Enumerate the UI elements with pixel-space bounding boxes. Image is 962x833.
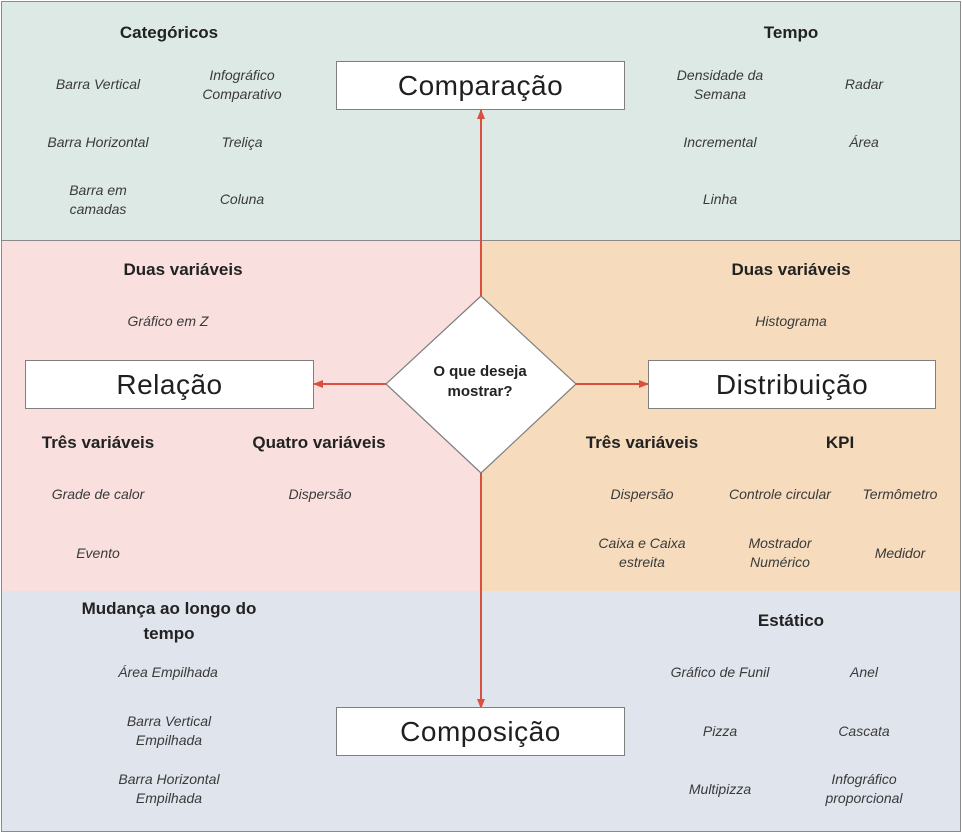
chart-type-item: Gráfico de Funil — [670, 664, 770, 680]
chart-type-item: Multipizza — [688, 781, 752, 797]
chart-type-item: Mostrador Numérico — [748, 535, 812, 570]
distribuicao-duas-heading: Duas variáveis — [731, 260, 851, 279]
distribuicao-region — [481, 241, 961, 592]
chart-type-item: Barra Horizontal Empilhada — [118, 771, 220, 806]
chart-type-item: Anel — [849, 664, 879, 680]
chart-type-item: Barra Horizontal — [47, 134, 149, 150]
composicao-box: Composição — [336, 707, 625, 756]
chart-type-item: Cascata — [838, 723, 890, 739]
chart-type-item: Histograma — [755, 313, 827, 329]
chart-type-item: Incremental — [683, 134, 757, 150]
chart-type-item: Termômetro — [862, 486, 938, 502]
chart-type-item: Gráfico em Z — [127, 313, 209, 329]
chart-type-item: Dispersão — [610, 486, 674, 502]
chart-type-item: Densidade da Semana — [676, 67, 764, 102]
categoricos-heading: Categóricos — [119, 23, 219, 42]
chart-type-item: Barra Vertical Empilhada — [126, 713, 212, 748]
chart-type-item: Infográfico Comparativo — [202, 67, 282, 102]
chart-type-item: Medidor — [874, 545, 926, 561]
chart-type-item: Caixa e Caixa estreita — [598, 535, 686, 570]
chart-type-item: Barra em camadas — [69, 182, 127, 217]
chart-type-item: Radar — [844, 76, 884, 92]
distribuicao-box: Distribuição — [648, 360, 936, 409]
center-question: O que deseja mostrar? — [433, 363, 527, 400]
tempo-heading: Tempo — [763, 23, 819, 42]
chart-type-item: Barra Vertical — [55, 76, 141, 92]
chart-type-item: Dispersão — [288, 486, 352, 502]
relacao-box: Relação — [25, 360, 314, 409]
chart-type-item: Evento — [76, 545, 120, 561]
chart-type-item: Pizza — [702, 723, 738, 739]
chart-type-item: Linha — [702, 191, 738, 207]
mudanca-heading: Mudança ao longo do tempo — [81, 599, 257, 643]
estatico-heading: Estático — [757, 611, 825, 630]
chart-type-item: Coluna — [219, 191, 265, 207]
relacao-region — [1, 241, 481, 592]
distribuicao-tres-heading: Três variáveis — [585, 433, 699, 452]
chart-type-item: Área — [849, 134, 879, 150]
chart-type-item: Grade de calor — [51, 486, 145, 502]
kpi-heading: KPI — [825, 433, 855, 452]
chart-type-item: Área Empilhada — [118, 664, 218, 680]
chart-type-item: Infográfico proporcional — [825, 771, 903, 806]
relacao-duas-heading: Duas variáveis — [123, 260, 243, 279]
relacao-quatro-heading: Quatro variáveis — [252, 433, 386, 452]
chart-type-item: Treliça — [221, 134, 263, 150]
decision-diamond — [385, 295, 577, 474]
relacao-tres-heading: Três variáveis — [41, 433, 155, 452]
chart-type-item: Controle circular — [729, 486, 831, 502]
comparacao-box: Comparação — [336, 61, 625, 110]
